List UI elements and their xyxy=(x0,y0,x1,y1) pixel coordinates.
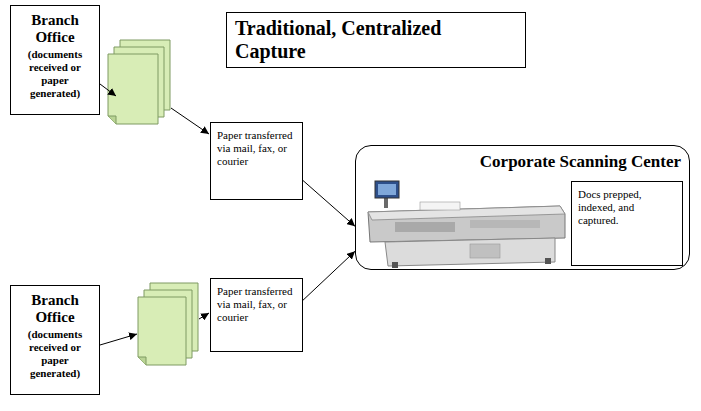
process-box: Paper transferred via mail, fax, or cour… xyxy=(210,122,303,200)
box-text: Paper transferred via mail, fax, or cour… xyxy=(217,129,296,168)
flow-arrow xyxy=(199,313,209,319)
box-text: Docs prepped, indexed, and captured. xyxy=(578,188,676,227)
office-note: (documents received or paper generated) xyxy=(15,48,95,100)
scanner-illustration xyxy=(368,181,565,268)
flow-connector xyxy=(303,181,355,227)
office-note: (documents received or paper generated) xyxy=(15,328,95,380)
flow-arrow xyxy=(171,108,209,134)
office-heading: Branch Office xyxy=(15,12,95,46)
paper-stack xyxy=(108,40,170,124)
process-box: Docs prepped, indexed, and captured. xyxy=(571,181,683,266)
office-box: Branch Office(documents received or pape… xyxy=(10,5,100,115)
title-box: Traditional, Centralized Capture xyxy=(226,12,526,68)
flow-arrow xyxy=(100,334,137,345)
center-heading: Corporate Scanning Center xyxy=(480,152,681,172)
title-text: Traditional, Centralized Capture xyxy=(235,17,517,63)
center-region: Corporate Scanning CenterDocs prepped, i… xyxy=(355,145,690,270)
office-box: Branch Office(documents received or pape… xyxy=(10,285,100,395)
paper-stack xyxy=(138,283,198,365)
process-box: Paper transferred via mail, fax, or cour… xyxy=(210,278,303,352)
flow-connector xyxy=(303,251,355,300)
office-heading: Branch Office xyxy=(15,292,95,326)
flow-arrow xyxy=(100,84,116,96)
box-text: Paper transferred via mail, fax, or cour… xyxy=(217,285,296,324)
